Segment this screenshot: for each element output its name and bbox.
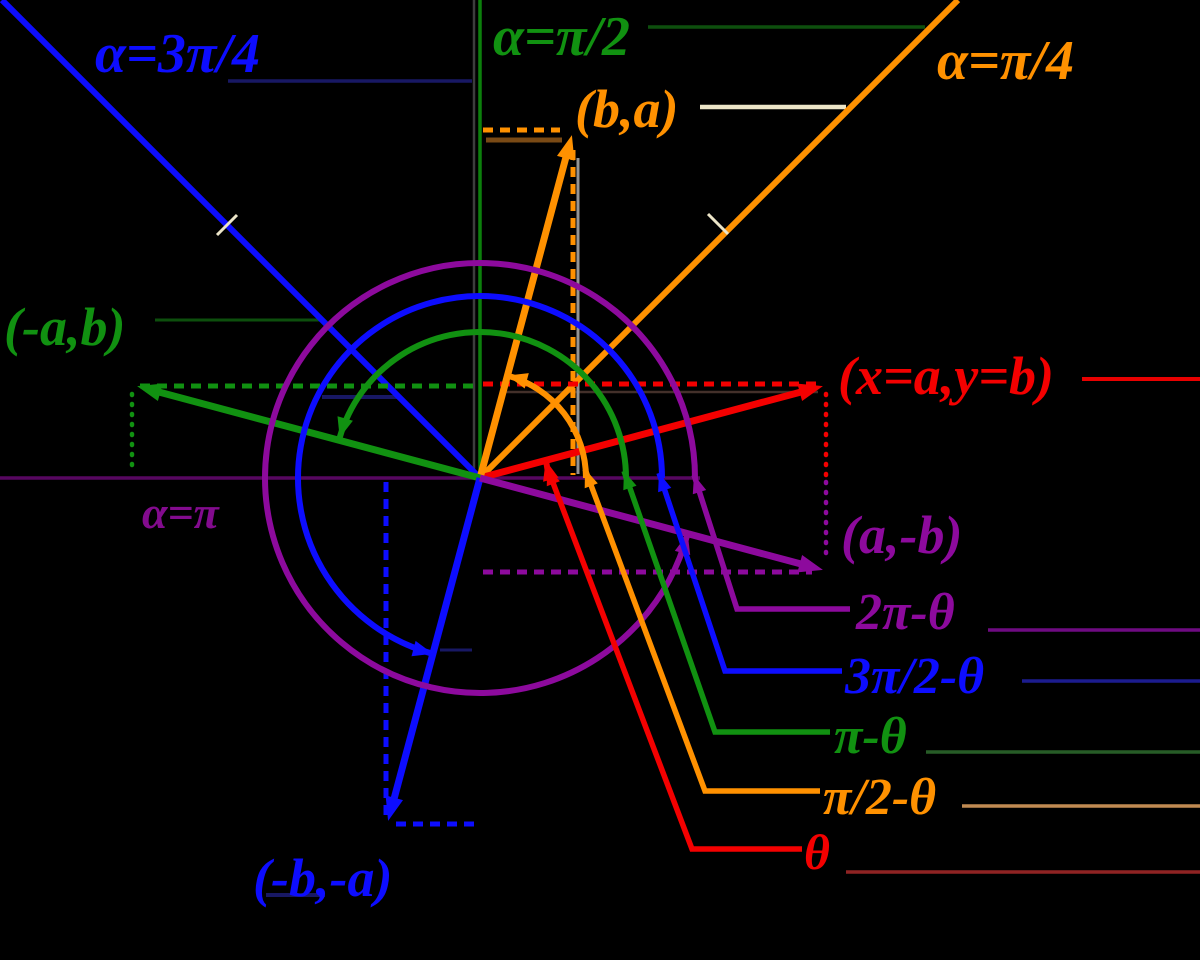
- leader-pi-theta-arrowhead: [623, 471, 637, 491]
- ray-pi2-theta: [476, 143, 573, 479]
- leader-3pi2-theta: [656, 472, 842, 674]
- leader-theta: [544, 466, 802, 852]
- label-alpha-pi4: α=π/4: [937, 30, 1074, 92]
- ray-3pi2-theta-arrowhead: [385, 795, 403, 821]
- ray-2pi-theta-arrowhead: [797, 555, 823, 573]
- ray-2pi-theta: [479, 474, 815, 571]
- ray-pi-theta-arrowhead: [137, 383, 163, 401]
- arc-pi2-theta-arrowhead: [507, 373, 529, 389]
- label-angle-theta: θ: [804, 824, 830, 880]
- leader-2pi-theta: [691, 474, 850, 612]
- label-alpha-pi2: α=π/2: [493, 6, 630, 68]
- label-alpha-3pi4: α=3π/4: [95, 23, 260, 85]
- mirror-alpha-pi4: [477, 0, 961, 481]
- ray-pi2-theta-arrowhead: [557, 135, 575, 161]
- arc-pi-theta: [336, 329, 629, 479]
- leader-pi2-theta: [582, 468, 820, 794]
- ray-pi-theta: [145, 385, 481, 482]
- leader-2pi-theta-arrowhead: [692, 475, 707, 495]
- leader-pi-theta: [621, 470, 830, 735]
- leader-theta-arrowhead: [546, 467, 560, 487]
- leader-pi2-theta-arrowhead: [584, 469, 598, 489]
- label-point-xayb: (x=a,y=b): [838, 346, 1054, 406]
- label-angle-pi2-theta: π/2-θ: [823, 769, 936, 826]
- leader-3pi2-theta-arrowhead: [658, 473, 672, 493]
- ray-theta-arrowhead: [797, 383, 823, 401]
- ray-theta: [479, 385, 815, 482]
- label-point-ba: (b,a): [575, 79, 678, 139]
- ray-3pi2-theta: [387, 477, 484, 813]
- label-angle-3pi2-theta: 3π/2-θ: [844, 648, 984, 705]
- arc-2pi-theta: [262, 260, 698, 696]
- arc-3pi2-theta: [295, 293, 665, 657]
- label-angle-2pi-theta: 2π-θ: [855, 584, 955, 641]
- label-point-minus-ba: (-b,-a): [253, 848, 392, 908]
- arc-pi-theta-arrowhead: [337, 416, 353, 438]
- label-point-a-minusb: (a,-b): [841, 505, 962, 565]
- label-point-minus-ab: (-a,b): [4, 297, 125, 357]
- label-angle-pi-theta: π-θ: [834, 708, 907, 765]
- mirror-tick-pi4: [706, 212, 730, 236]
- arc-3pi2-theta-arrowhead: [411, 640, 433, 657]
- mirror-alpha-3pi4: [0, 0, 483, 481]
- mirror-tick-3pi4: [215, 213, 239, 237]
- label-alpha-pi: α=π: [142, 487, 221, 538]
